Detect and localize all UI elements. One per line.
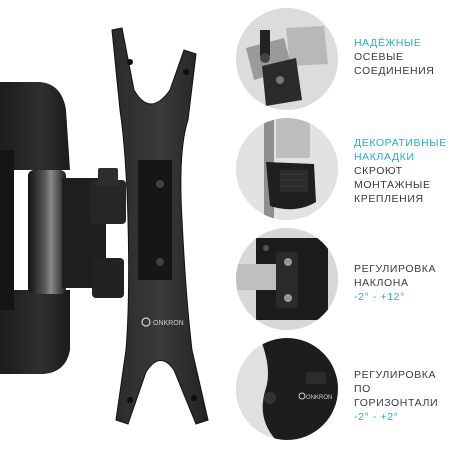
wall-plate <box>0 82 70 374</box>
feature-line: МОНТАЖНЫЕ <box>354 179 431 191</box>
feature-line: НАКЛОНА <box>354 277 409 289</box>
feature-covers-image <box>236 118 338 220</box>
vesa-plate <box>111 27 209 425</box>
svg-text:ONKRON: ONKRON <box>153 320 184 327</box>
feature-line: СОЕДИНЕНИЯ <box>354 65 435 77</box>
feature-line: НАДЁЖНЫЕ <box>354 37 422 49</box>
svg-text:ONKRON: ONKRON <box>306 395 332 401</box>
feature-tilt-text: РЕГУЛИРОВКА НАКЛОНА -2° - +12° <box>354 262 450 304</box>
feature-line: ПО <box>354 383 371 395</box>
feature-line: ОСЕВЫЕ <box>354 51 404 63</box>
feature-level-image: ONKRON <box>236 338 338 440</box>
feature-line: ДЕКОРАТИВНЫЕ <box>354 137 447 149</box>
feature-joints-image <box>236 8 338 110</box>
feature-line: РЕГУЛИРОВКА <box>354 369 437 381</box>
feature-line: КРЕПЛЕНИЯ <box>354 193 424 205</box>
onkron-logo: ONKRON <box>141 317 184 327</box>
feature-joints-text: НАДЁЖНЫЕ ОСЕВЫЕ СОЕДИНЕНИЯ <box>354 36 450 78</box>
swing-arm <box>28 168 126 298</box>
feature-covers-text: ДЕКОРАТИВНЫЕ НАКЛАДКИ СКРОЮТ МОНТАЖНЫЕ К… <box>354 136 450 206</box>
feature-line: -2° - +2° <box>354 411 399 423</box>
feature-line: НАКЛАДКИ <box>354 151 415 163</box>
feature-line: РЕГУЛИРОВКА <box>354 263 437 275</box>
feature-line: СКРОЮТ <box>354 165 403 177</box>
feature-line: -2° - +12° <box>354 291 405 303</box>
feature-level-text: РЕГУЛИРОВКА ПО ГОРИЗОНТАЛИ -2° - +2° <box>354 368 450 424</box>
feature-line: ГОРИЗОНТАЛИ <box>354 397 439 409</box>
tv-wall-mount-image: ONKRON <box>0 27 209 425</box>
feature-tilt-image <box>236 228 338 330</box>
